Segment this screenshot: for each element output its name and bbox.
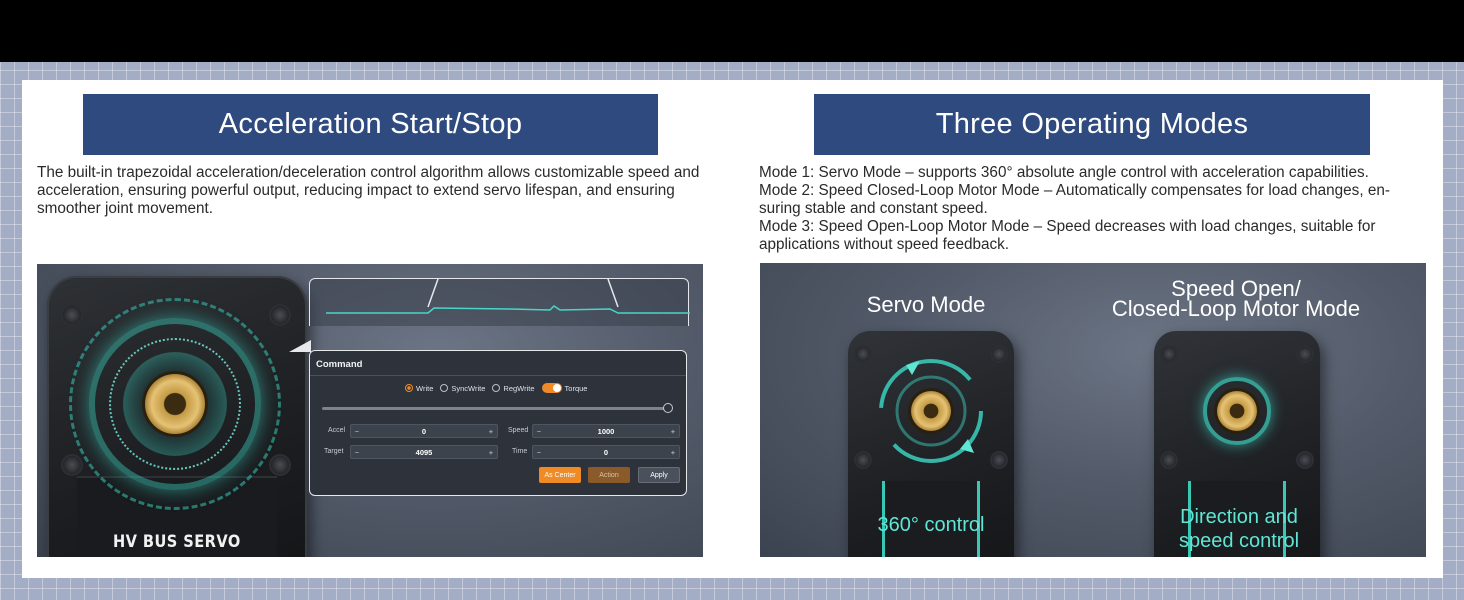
- mode-1-text: Mode 1: Servo Mode – supports 360° absol…: [759, 164, 1369, 181]
- plus-icon[interactable]: +: [488, 447, 494, 457]
- toggle-on-icon: [541, 383, 562, 393]
- gear-icon: [145, 374, 205, 434]
- screw-icon: [61, 304, 83, 326]
- speed-label: Speed: [508, 427, 529, 434]
- mode-3-text: Mode 3: Speed Open-Loop Motor Mode – Spe…: [759, 218, 1376, 253]
- write-options: Write SyncWrite RegWrite Torque: [405, 383, 587, 393]
- time-label: Time: [512, 448, 528, 455]
- slider-handle[interactable]: [663, 403, 673, 413]
- servo-body: [47, 276, 307, 557]
- command-divider: [310, 375, 686, 376]
- motor-mode-housing: [1188, 481, 1286, 557]
- accel-value[interactable]: 0: [421, 426, 427, 436]
- command-panel: Command Write SyncWrite RegWrite Torque …: [309, 350, 687, 496]
- servo-mode-housing: [882, 481, 980, 557]
- acceleration-title: Acceleration Start/Stop: [218, 108, 523, 140]
- callout-notch: [289, 340, 311, 352]
- trapezoid-graph-icon: [326, 279, 690, 314]
- action-button[interactable]: Action: [588, 467, 630, 483]
- glow-ring: [1203, 377, 1271, 445]
- accel-label: Accel: [328, 427, 346, 434]
- screw-icon: [1296, 345, 1314, 363]
- screw-icon: [269, 454, 291, 476]
- minus-icon[interactable]: −: [536, 426, 542, 436]
- speed-value[interactable]: 1000: [597, 426, 615, 436]
- screw-icon: [1160, 345, 1178, 363]
- servo-mode-caption: 360° control: [877, 514, 985, 536]
- rotation-arrows-icon: [879, 359, 983, 463]
- screw-icon: [1296, 451, 1314, 469]
- speed-graph: [309, 278, 690, 326]
- radio-icon: [492, 384, 501, 392]
- motor-mode-servo: [1154, 331, 1320, 557]
- time-value[interactable]: 0: [603, 447, 609, 457]
- option-regwrite[interactable]: RegWrite: [492, 384, 535, 393]
- minus-icon[interactable]: −: [354, 426, 360, 436]
- target-value[interactable]: 4095: [415, 447, 433, 457]
- top-black-bar: [0, 0, 1464, 62]
- option-syncwrite[interactable]: SyncWrite: [440, 384, 485, 393]
- plus-icon[interactable]: +: [488, 426, 494, 436]
- as-center-button[interactable]: As Center: [539, 467, 581, 483]
- target-stepper[interactable]: − 4095 +: [350, 445, 498, 459]
- screw-icon: [990, 345, 1008, 363]
- screw-icon: [61, 454, 83, 476]
- screw-icon: [1160, 451, 1178, 469]
- operating-modes-image-panel: Servo Mode Speed Open/ Closed-Loop Motor…: [760, 263, 1426, 557]
- screw-icon: [854, 451, 872, 469]
- motor-mode-caption: Direction and speed control: [1178, 506, 1300, 552]
- gear-icon: [1217, 391, 1257, 431]
- time-stepper[interactable]: − 0 +: [532, 445, 680, 459]
- apply-button[interactable]: Apply: [638, 467, 680, 483]
- glow-ring-inner: [109, 338, 241, 470]
- torque-toggle[interactable]: Torque: [541, 383, 587, 393]
- gear-icon: [911, 391, 951, 431]
- glow-ring-middle: [89, 318, 261, 490]
- speed-stepper[interactable]: − 1000 +: [532, 424, 680, 438]
- screw-icon: [990, 451, 1008, 469]
- acceleration-image-panel: HV BUS SERVO Command Write SyncWrite Reg…: [37, 264, 703, 557]
- target-label: Target: [324, 448, 344, 455]
- accel-stepper[interactable]: − 0 +: [350, 424, 498, 438]
- servo-mode-title: Servo Mode: [866, 292, 986, 317]
- radio-selected-icon: [405, 384, 413, 392]
- screw-icon: [854, 345, 872, 363]
- radio-icon: [440, 384, 449, 392]
- mode-2-text: Mode 2: Speed Closed-Loop Motor Mode – A…: [759, 182, 1390, 217]
- glow-ring-outer: [69, 298, 281, 510]
- command-title: Command: [316, 359, 363, 370]
- plus-icon[interactable]: +: [670, 426, 676, 436]
- plus-icon[interactable]: +: [670, 447, 676, 457]
- servo-label: HV BUS SERVO: [113, 532, 241, 552]
- option-write[interactable]: Write: [405, 384, 433, 393]
- servo-mode-servo: [848, 331, 1014, 557]
- position-slider[interactable]: [322, 403, 673, 413]
- operating-modes-description: Mode 1: Servo Mode – supports 360° absol…: [759, 164, 1431, 254]
- motor-mode-title: Speed Open/ Closed-Loop Motor Mode: [1111, 276, 1361, 321]
- minus-icon[interactable]: −: [354, 447, 360, 457]
- minus-icon[interactable]: −: [536, 447, 542, 457]
- screw-icon: [269, 304, 291, 326]
- acceleration-description: The built-in trapezoidal acceleration/de…: [37, 164, 700, 217]
- operating-modes-banner: Three Operating Modes: [814, 94, 1370, 155]
- operating-modes-title: Three Operating Modes: [935, 108, 1249, 140]
- acceleration-banner: Acceleration Start/Stop: [83, 94, 658, 155]
